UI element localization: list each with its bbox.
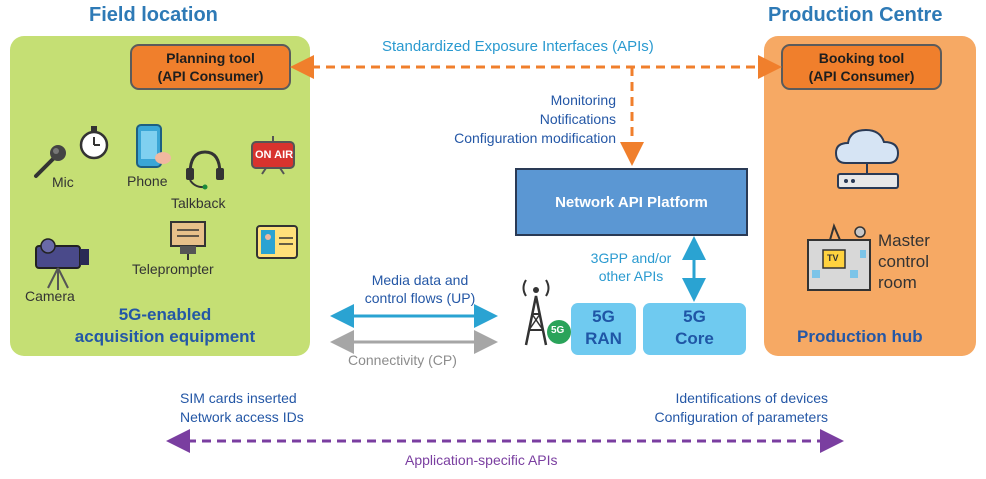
headset-icon — [186, 150, 224, 190]
function-configuration: Configuration modification — [454, 130, 616, 146]
network-access-ids-text: Network access IDs — [180, 409, 304, 425]
function-notifications: Notifications — [539, 111, 616, 127]
planning-tool-name: Planning tool — [166, 50, 255, 66]
on-air-sign-icon — [251, 136, 295, 175]
planning-tool-box[interactable]: Planning tool (API Consumer) — [130, 44, 291, 90]
ran-line1: 5G — [592, 307, 615, 326]
southbound-apis-label: 3GPP and/or other APIs — [576, 249, 686, 285]
booking-tool-name: Booking tool — [818, 50, 905, 66]
tower-5g-badge: 5G — [551, 325, 565, 336]
network-api-platform-box[interactable]: Network API Platform — [515, 168, 748, 236]
tv-label: TV — [827, 253, 839, 263]
teleprompter-icon — [170, 221, 206, 260]
parameter-configuration-text: Configuration of parameters — [654, 409, 828, 425]
cell-tower-icon — [522, 279, 571, 346]
acquisition-caption-line1: 5G-enabled — [118, 305, 212, 324]
phone-label: Phone — [127, 173, 168, 189]
production-hub-caption: Production hub — [797, 327, 923, 346]
broadcast-building-icon — [807, 223, 871, 291]
cloud-server-icon — [834, 128, 900, 189]
core-line2: Core — [675, 329, 714, 348]
booking-tool-box[interactable]: Booking tool (API Consumer) — [781, 44, 942, 90]
device-configuration-label: Identifications of devices Configuration… — [590, 389, 828, 427]
connectivity-label: Connectivity (CP) — [348, 352, 457, 368]
stopwatch-icon — [79, 126, 109, 160]
application-apis-label: Application-specific APIs — [405, 452, 558, 468]
master-control-line2: control — [878, 252, 930, 271]
ran-box[interactable]: 5G RAN — [571, 303, 636, 355]
master-control-line3: room — [878, 273, 917, 292]
smartphone-icon — [136, 124, 171, 168]
acquisition-caption-line2: acquisition equipment — [74, 327, 256, 346]
southbound-apis-line1: 3GPP and/or — [590, 250, 672, 266]
camera-label: Camera — [25, 288, 75, 304]
master-control-room-label: Master control room — [878, 230, 930, 293]
on-air-text: ON AIR — [255, 149, 294, 161]
master-control-line1: Master — [878, 231, 930, 250]
production-centre-heading: Production Centre — [768, 4, 943, 26]
core-line1: 5G — [683, 307, 706, 326]
media-flow-label: Media data and control flows (UP) — [340, 271, 500, 307]
media-flow-line1: Media data and — [371, 272, 469, 288]
media-flow-line2: control flows (UP) — [364, 290, 476, 306]
sim-cards-text: SIM cards inserted — [180, 390, 297, 406]
teleprompter-label: Teleprompter — [132, 261, 214, 277]
microphone-icon — [34, 145, 66, 178]
booking-tool-role: (API Consumer) — [808, 68, 915, 84]
acquisition-equipment-caption: 5G-enabled acquisition equipment — [30, 304, 300, 348]
mic-label: Mic — [52, 174, 74, 190]
core-box[interactable]: 5G Core — [643, 303, 746, 355]
exposure-interfaces-label: Standardized Exposure Interfaces (APIs) — [382, 38, 654, 55]
talkback-label: Talkback — [171, 195, 226, 211]
southbound-apis-line2: other APIs — [598, 268, 664, 284]
field-location-heading: Field location — [89, 4, 218, 26]
video-camera-icon — [35, 238, 89, 290]
presenter-screen-icon — [256, 225, 298, 259]
device-identifications-text: Identifications of devices — [675, 390, 828, 406]
device-setup-label: SIM cards inserted Network access IDs — [180, 389, 304, 427]
planning-tool-role: (API Consumer) — [157, 68, 264, 84]
ran-line2: RAN — [585, 329, 622, 348]
platform-functions-list: Monitoring Notifications Configuration m… — [400, 91, 616, 148]
function-monitoring: Monitoring — [550, 92, 616, 108]
